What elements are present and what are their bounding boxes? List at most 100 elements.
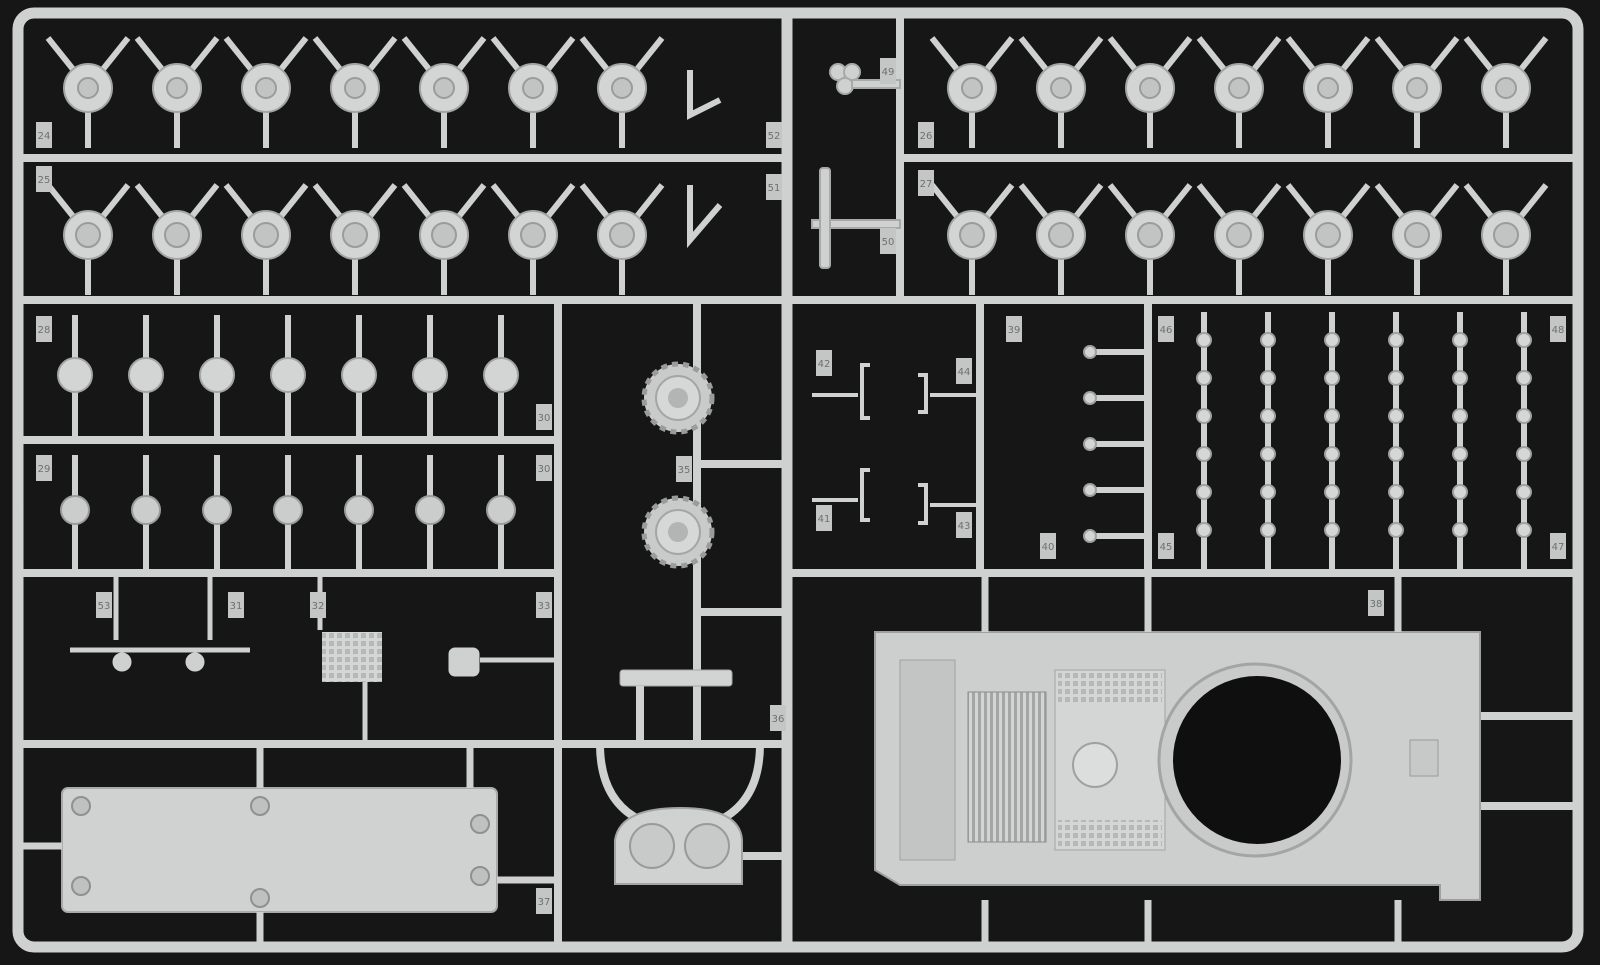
track-pin (1388, 408, 1404, 424)
svg-text:52: 52 (768, 131, 781, 142)
return-roller-group (57, 315, 519, 573)
road-wheel (579, 183, 665, 295)
track-pin (1452, 370, 1468, 386)
track-pin (1260, 332, 1276, 348)
track-pin (1516, 446, 1532, 462)
part-number-44: 44 (956, 358, 972, 384)
pin-head (1083, 483, 1097, 497)
road-wheel (134, 183, 220, 295)
return-roller (270, 357, 306, 393)
road-wheel (929, 36, 1015, 148)
track-pin (1452, 522, 1468, 538)
svg-text:32: 32 (312, 601, 325, 612)
track-pin (1196, 370, 1212, 386)
track-pin (1260, 522, 1276, 538)
track-pin (1388, 484, 1404, 500)
return-roller (199, 357, 235, 393)
track-pin (1324, 522, 1340, 538)
road-wheel (223, 183, 309, 295)
road-wheel (312, 36, 398, 148)
roller-cap (60, 495, 90, 525)
drive-sprocket-upper (641, 361, 715, 435)
part-number-37: 37 (536, 888, 552, 914)
axle-bar (619, 669, 733, 687)
pin-head (1083, 391, 1097, 405)
svg-text:47: 47 (1552, 542, 1565, 553)
track-pin (1516, 408, 1532, 424)
road-wheel (929, 183, 1015, 295)
pin-head (1083, 437, 1097, 451)
small-gun-parts-left (687, 70, 723, 249)
roller-cap (273, 495, 303, 525)
road-wheel (579, 36, 665, 148)
part-number-40: 40 (1040, 533, 1056, 559)
track-pin (1260, 370, 1276, 386)
part-number-25: 25 (36, 166, 52, 192)
track-pin (1388, 446, 1404, 462)
road-wheel (312, 183, 398, 295)
svg-text:42: 42 (818, 359, 831, 370)
part-number-43: 43 (956, 512, 972, 538)
road-wheel (45, 36, 131, 148)
track-pin (1324, 484, 1340, 500)
svg-text:28: 28 (38, 325, 51, 336)
turret-ring-opening (1173, 676, 1341, 844)
track-pin (1388, 332, 1404, 348)
road-wheel (1107, 36, 1193, 148)
part-number-32: 32 (310, 592, 326, 618)
part-number-36: 36 (770, 705, 786, 731)
pin-head (1083, 529, 1097, 543)
svg-text:45: 45 (1160, 542, 1173, 553)
part-number-48: 48 (1550, 316, 1566, 342)
svg-text:35: 35 (678, 465, 691, 476)
svg-text:26: 26 (920, 131, 933, 142)
svg-text:48: 48 (1552, 325, 1565, 336)
svg-text:31: 31 (230, 601, 243, 612)
road-wheel (1018, 36, 1104, 148)
road-wheel (1374, 183, 1460, 295)
small-parts-left (70, 573, 558, 744)
svg-text:50: 50 (882, 237, 895, 248)
svg-text:43: 43 (958, 521, 971, 532)
part-number-31: 31 (228, 592, 244, 618)
track-sample-grid (322, 632, 382, 682)
handle-parts (812, 363, 980, 525)
track-pin (1452, 332, 1468, 348)
pin-parts (1083, 345, 1148, 543)
roller-cap (344, 495, 374, 525)
track-pin (1196, 332, 1212, 348)
part-number-51: 51 (766, 174, 782, 200)
drive-sprocket-lower (641, 495, 715, 569)
track-pin (1452, 446, 1468, 462)
track-pin (1452, 408, 1468, 424)
svg-text:24: 24 (38, 131, 51, 142)
road-wheel (1196, 36, 1282, 148)
part-number-38: 38 (1368, 590, 1384, 616)
part-number-49: 49 (880, 58, 896, 84)
key-tool-part (811, 63, 901, 269)
sprue-runners (14, 9, 1582, 951)
road-wheel (45, 183, 131, 295)
return-roller (341, 357, 377, 393)
part-number-52: 52 (766, 122, 782, 148)
svg-text:37: 37 (538, 897, 551, 908)
track-pin (1388, 370, 1404, 386)
road-wheel (401, 183, 487, 295)
track-pin (1196, 522, 1212, 538)
svg-text:36: 36 (772, 714, 785, 725)
svg-text:39: 39 (1008, 325, 1021, 336)
part-number-26: 26 (918, 122, 934, 148)
svg-text:25: 25 (38, 175, 51, 186)
part-number-24: 24 (36, 122, 52, 148)
track-pin (1324, 408, 1340, 424)
track-pin (1196, 408, 1212, 424)
roller-cap (415, 495, 445, 525)
track-pin (1196, 446, 1212, 462)
svg-text:29: 29 (38, 464, 51, 475)
track-pin (1196, 484, 1212, 500)
svg-text:44: 44 (958, 367, 971, 378)
road-wheel (1285, 36, 1371, 148)
svg-text:41: 41 (818, 514, 831, 525)
svg-text:51: 51 (768, 183, 781, 194)
svg-text:46: 46 (1160, 325, 1173, 336)
